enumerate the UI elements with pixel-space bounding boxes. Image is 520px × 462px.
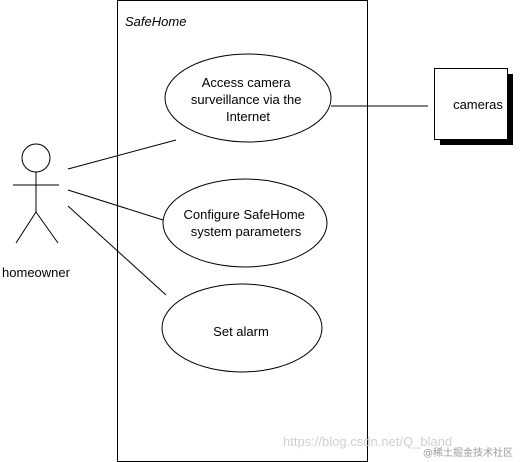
association-actor-access-camera: [67, 139, 177, 170]
association-actor-configure: [67, 189, 164, 221]
use-case-label: Configure SafeHome system parameters: [183, 207, 308, 239]
actor-right-leg: [35, 211, 59, 244]
use-case-label-line: Configure SafeHome: [183, 207, 304, 222]
use-case-label: Access camera surveillance via the Inter…: [191, 75, 305, 124]
external-system-box: [434, 68, 508, 140]
use-case-label-line: Access camera: [202, 75, 292, 90]
use-case-ellipse: [162, 178, 328, 268]
use-case-label-line: surveillance via the: [191, 92, 302, 107]
actor-label: homeowner: [2, 265, 71, 280]
system-title: SafeHome: [125, 14, 186, 29]
use-case-label-line: Set alarm: [213, 324, 269, 339]
use-case-label-line: Internet: [226, 109, 270, 124]
use-case-ellipse: [161, 283, 323, 373]
external-system-cameras: cameras: [434, 68, 513, 145]
actor-head: [21, 143, 51, 173]
external-system-label: cameras: [453, 97, 503, 112]
watermark-credit: @稀土掘金技术社区: [423, 446, 513, 459]
use-case-access-camera: Access camera surveillance via the Inter…: [164, 53, 332, 143]
use-case-configure-parameters: Configure SafeHome system parameters: [162, 178, 328, 268]
use-case-label-line: system parameters: [191, 224, 302, 239]
use-case-ellipse: [164, 53, 332, 143]
actor-homeowner: homeowner: [2, 143, 71, 280]
use-case-set-alarm: Set alarm: [161, 283, 323, 373]
use-case-label: Set alarm: [213, 324, 269, 339]
association-actor-set-alarm: [67, 205, 167, 296]
actor-left-leg: [15, 211, 37, 244]
watermark-url: https://blog.csdn.net/Q_bland: [283, 434, 452, 449]
